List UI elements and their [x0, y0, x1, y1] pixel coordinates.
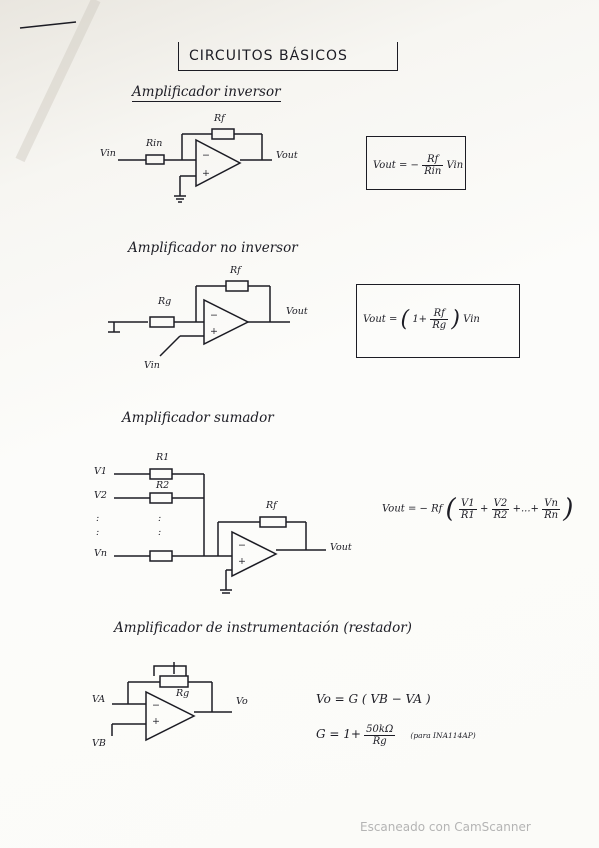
- inv-rf-label: Rf: [214, 113, 225, 124]
- noninv-formula-one: 1+: [412, 314, 428, 325]
- margin-mark: [19, 21, 77, 29]
- scanner-watermark: Escaneado con CamScanner: [360, 820, 531, 834]
- ins-minus-label: −: [152, 700, 160, 711]
- noninv-formula-lhs: Vout =: [363, 314, 398, 325]
- noninv-formula-frac: Rf Rg: [430, 308, 449, 331]
- sum-r2-label: R2: [156, 480, 170, 491]
- inv-minus-label: −: [202, 150, 210, 161]
- sum-formula-mid: +...+: [512, 503, 539, 515]
- inverting-circuit: [118, 128, 272, 203]
- instrumentation-heading: Amplificador de instrumentación (restado…: [114, 620, 412, 636]
- noninverting-heading: Amplificador no inversor: [128, 240, 298, 256]
- ins-formula2-note: (para INA114AP): [410, 731, 476, 740]
- sum-dots-mid: :: [158, 513, 162, 524]
- rg-resistor: [149, 316, 175, 328]
- ins-formula1: Vo = G ( VB − VA ): [316, 692, 431, 706]
- noninv-rg-label: Rg: [158, 296, 172, 307]
- sum-minus-label: −: [238, 540, 246, 551]
- sum-formula-t1: V1 R1: [458, 498, 477, 521]
- sum-formula-tn: Vn Rn: [542, 498, 561, 521]
- opamp2-triangle: [203, 298, 250, 346]
- noninverting-circuit: [108, 280, 290, 357]
- sum-formula-open: (: [445, 494, 456, 524]
- summing-heading: Amplificador sumador: [122, 410, 274, 426]
- sum-vn-label: Vn: [94, 548, 107, 559]
- sum-formula-t1d: R1: [460, 509, 475, 521]
- inv-formula-box: Vout = − Rf Rin Vin: [366, 136, 466, 190]
- noninv-rf-label: Rf: [230, 265, 241, 276]
- sum-formula-tnd: Rn: [544, 509, 559, 521]
- noninv-vin-label: Vin: [144, 360, 160, 371]
- sum-formula-close: ): [563, 494, 574, 524]
- inverting-heading: Amplificador inversor: [132, 84, 281, 102]
- page-title-box: CIRCUITOS BÁSICOS: [178, 42, 398, 71]
- noninv-vout-label: Vout: [286, 306, 308, 317]
- opamp-triangle: [195, 138, 242, 188]
- noninv-formula-den: Rg: [432, 320, 447, 331]
- inv-formula-frac: Rf Rin: [422, 154, 444, 177]
- noninv-formula-close: ): [451, 307, 460, 332]
- inv-formula-sign: −: [410, 160, 419, 171]
- sum-r1-label: R1: [156, 452, 170, 463]
- sum-dots-mid-2: :: [158, 527, 162, 538]
- sum-plus-label: +: [238, 556, 246, 567]
- inv-rin-label: Rin: [146, 138, 163, 149]
- page-title: CIRCUITOS BÁSICOS: [189, 48, 348, 64]
- noninv-plus-label: +: [210, 326, 218, 337]
- noninv-formula-box: Vout = ( 1+ Rf Rg ) Vin: [356, 284, 520, 358]
- inv-formula: Vout = − Rf Rin Vin: [373, 154, 463, 177]
- sum-formula-lhs: Vout = − Rf: [382, 503, 443, 515]
- noninv-formula-tail: Vin: [463, 314, 480, 325]
- summing-circuit: [114, 468, 326, 594]
- ins-formula2-num: 50kΩ: [364, 724, 396, 736]
- noninv-formula-open: (: [400, 307, 410, 332]
- inv-formula-tail: Vin: [446, 160, 464, 171]
- ins-vb-label: VB: [92, 738, 106, 749]
- instrumentation-circuit: [111, 662, 232, 742]
- sum-formula-t1n: V1: [458, 498, 477, 510]
- sum-rf-label: Rf: [266, 500, 277, 511]
- ins-formula2-frac: 50kΩ Rg: [364, 724, 396, 747]
- sum-dots-left: :: [96, 513, 100, 524]
- sum-formula: Vout = − Rf ( V1 R1 + V2 R2 +...+ Vn Rn …: [382, 494, 573, 524]
- rf-resistor: [211, 128, 235, 140]
- scan-shadow: [15, 0, 101, 163]
- sum-dots-left-2: :: [96, 527, 100, 538]
- rf2-resistor: [225, 280, 249, 292]
- sum-formula-t2d: R2: [493, 509, 508, 521]
- rin-resistor: [145, 154, 165, 165]
- inv-formula-num: Rf: [422, 154, 444, 166]
- ins-vo-label: Vo: [236, 696, 248, 707]
- inv-vout-label: Vout: [276, 150, 298, 161]
- inv-plus-label: +: [202, 168, 210, 179]
- sum-formula-t2: V2 R2: [491, 498, 510, 521]
- ins-plus-label: +: [152, 716, 160, 727]
- ins-formula2-lhs: G = 1+: [316, 727, 361, 741]
- sum-v2-label: V2: [94, 490, 107, 501]
- inv-formula-lhs: Vout =: [373, 160, 408, 171]
- opamp4-triangle: [145, 690, 196, 742]
- ins-va-label: VA: [92, 694, 106, 705]
- ins-formula2: G = 1+ 50kΩ Rg (para INA114AP): [316, 724, 476, 747]
- sum-v1-label: V1: [94, 466, 107, 477]
- ins-formula2-den: Rg: [372, 736, 387, 747]
- opamp3-triangle: [231, 530, 278, 578]
- inv-formula-den: Rin: [424, 166, 442, 177]
- noninv-formula-num: Rf: [430, 308, 449, 320]
- ins-rg-label: Rg: [176, 688, 190, 699]
- sum-formula-t2n: V2: [491, 498, 510, 510]
- noninv-minus-label: −: [210, 310, 218, 321]
- noninv-formula: Vout = ( 1+ Rf Rg ) Vin: [363, 307, 480, 332]
- sum-formula-plus1: +: [479, 503, 489, 515]
- sum-formula-tnn: Vn: [542, 498, 561, 510]
- sum-vout-label: Vout: [330, 542, 352, 553]
- inv-vin-label: Vin: [100, 148, 116, 159]
